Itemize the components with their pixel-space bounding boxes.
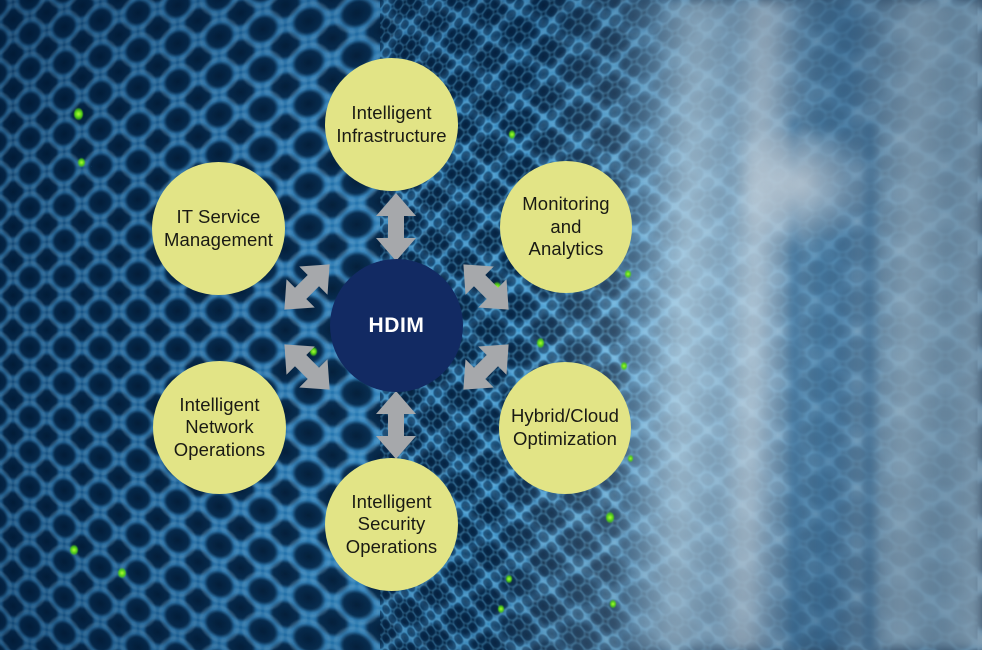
- node-label: Hybrid/Cloud Optimization: [499, 405, 631, 450]
- hub-label: HDIM: [362, 313, 430, 339]
- node-label-line: Hybrid/Cloud: [505, 405, 625, 428]
- arrow-hub-to-intelligent-infrastructure: [371, 193, 421, 261]
- node-label-line: Optimization: [505, 428, 625, 451]
- node-intelligent-security-operations[interactable]: Intelligent Security Operations: [325, 458, 458, 591]
- node-intelligent-network-operations[interactable]: Intelligent Network Operations: [153, 361, 286, 494]
- node-label: Monitoring and Analytics: [510, 193, 621, 261]
- led-indicator: [621, 362, 627, 370]
- led-indicator: [606, 512, 614, 523]
- node-label-line: and: [516, 216, 615, 239]
- node-label-line: IT Service: [158, 206, 279, 229]
- node-label: Intelligent Infrastructure: [324, 102, 458, 147]
- led-indicator: [610, 600, 616, 608]
- node-label: Intelligent Network Operations: [162, 394, 278, 462]
- node-label-line: Security: [340, 513, 444, 536]
- node-label-line: Infrastructure: [330, 125, 452, 148]
- led-indicator: [118, 568, 126, 578]
- led-indicator: [628, 455, 633, 462]
- led-indicator: [537, 338, 544, 348]
- node-label: Intelligent Security Operations: [334, 491, 450, 559]
- led-indicator: [506, 575, 512, 583]
- node-it-service-management[interactable]: IT Service Management: [152, 162, 285, 295]
- node-label-line: Operations: [168, 439, 272, 462]
- node-label-line: Network: [168, 416, 272, 439]
- led-indicator: [498, 605, 504, 613]
- node-label-line: Intelligent: [340, 491, 444, 514]
- node-label-line: Management: [158, 229, 279, 252]
- led-indicator: [74, 108, 83, 120]
- led-indicator: [509, 130, 515, 139]
- node-label-line: Intelligent: [168, 394, 272, 417]
- node-label: IT Service Management: [152, 206, 285, 251]
- node-label-line: Monitoring: [516, 193, 615, 216]
- node-intelligent-infrastructure[interactable]: Intelligent Infrastructure: [325, 58, 458, 191]
- node-label-line: Analytics: [516, 238, 615, 261]
- arrow-hub-to-intelligent-security-operations: [371, 391, 421, 459]
- led-indicator: [70, 545, 78, 555]
- node-hybrid-cloud-optimization[interactable]: Hybrid/Cloud Optimization: [499, 362, 631, 494]
- node-label-line: Operations: [340, 536, 444, 559]
- node-hdim-hub[interactable]: HDIM: [330, 259, 463, 392]
- led-indicator: [78, 158, 85, 167]
- node-monitoring-and-analytics[interactable]: Monitoring and Analytics: [500, 161, 632, 293]
- led-indicator: [625, 270, 631, 278]
- node-label-line: Intelligent: [330, 102, 452, 125]
